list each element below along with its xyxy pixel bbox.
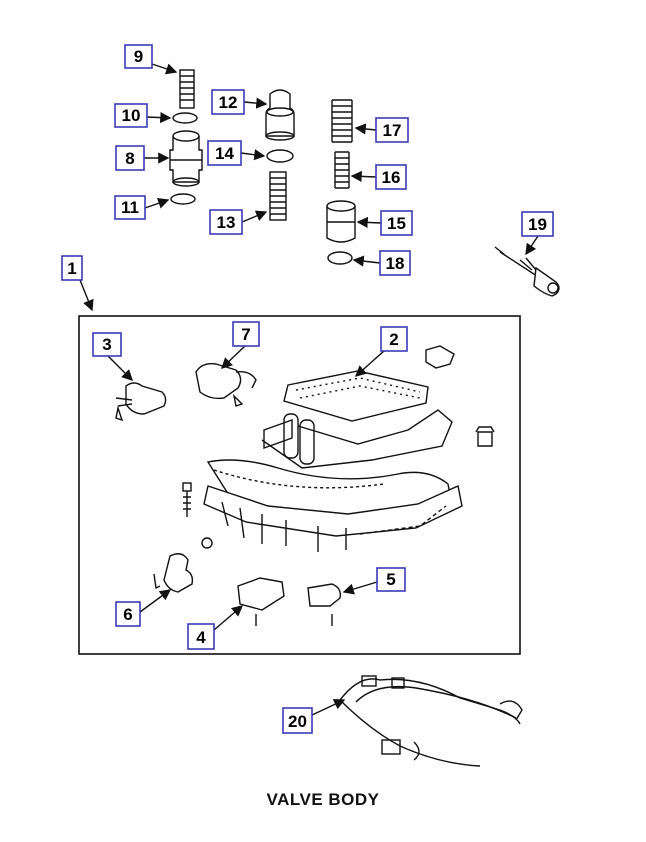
callout-19: 19	[521, 211, 554, 237]
callout-11: 11	[114, 195, 146, 220]
callout-17: 17	[375, 117, 409, 143]
o-ring-11-icon	[170, 193, 196, 205]
callout-14: 14	[207, 140, 242, 166]
svg-text:7: 7	[241, 325, 250, 344]
callout-10: 10	[114, 103, 148, 128]
callouts: 9 10 8 11 12 14 13 17 16 15 18 19 1 3 7 …	[61, 44, 554, 734]
solenoid-6-icon	[153, 553, 194, 593]
valve-body-assembly-icon	[203, 370, 463, 552]
svg-text:12: 12	[219, 93, 238, 112]
wire-harness-20-icon	[339, 675, 523, 767]
callout-5: 5	[376, 567, 406, 592]
svg-text:15: 15	[387, 214, 406, 233]
spring-13-icon	[269, 171, 287, 221]
valve-plunger-8-icon	[169, 130, 203, 187]
solenoid-3-icon	[115, 382, 167, 422]
valve-15-icon	[326, 200, 356, 243]
svg-text:18: 18	[386, 254, 405, 273]
callout-16: 16	[375, 164, 407, 190]
nut-icon	[201, 537, 213, 549]
o-ring-14-icon	[266, 149, 294, 163]
svg-text:16: 16	[382, 168, 401, 187]
spring-16-icon	[334, 151, 350, 189]
svg-text:20: 20	[288, 712, 307, 731]
callout-4: 4	[187, 623, 215, 650]
solenoid-5-icon	[307, 583, 342, 626]
solenoid-7-icon	[195, 362, 257, 407]
plug-icon	[475, 426, 495, 447]
svg-text:10: 10	[122, 106, 141, 125]
svg-text:13: 13	[217, 213, 236, 232]
callout-13: 13	[209, 209, 243, 235]
solenoid-4-icon	[237, 577, 285, 626]
diagram-title: VALVE BODY	[266, 790, 380, 809]
callout-15: 15	[380, 210, 413, 236]
svg-text:8: 8	[125, 149, 134, 168]
svg-text:19: 19	[528, 215, 547, 234]
callout-3: 3	[92, 332, 122, 357]
callout-12: 12	[211, 89, 245, 115]
o-ring-18-icon	[327, 251, 353, 265]
svg-text:1: 1	[67, 259, 76, 278]
svg-text:17: 17	[383, 121, 402, 140]
svg-text:4: 4	[196, 628, 206, 647]
callout-18: 18	[379, 250, 411, 276]
callout-8: 8	[115, 145, 145, 171]
svg-text:6: 6	[123, 605, 132, 624]
svg-text:11: 11	[121, 198, 139, 217]
plate-icon	[425, 345, 455, 369]
callout-9: 9	[124, 44, 153, 69]
callout-1: 1	[61, 255, 83, 281]
leader-lines	[79, 63, 539, 717]
valve-12-icon	[265, 89, 295, 141]
svg-text:2: 2	[389, 330, 398, 349]
spring-17-icon	[331, 99, 353, 143]
callout-7: 7	[232, 321, 260, 347]
callout-20: 20	[282, 707, 313, 734]
valve-body-frame	[78, 315, 521, 655]
svg-text:5: 5	[386, 570, 395, 589]
o-ring-10-icon	[172, 112, 198, 124]
bolt-icon	[182, 482, 192, 517]
svg-text:9: 9	[134, 47, 143, 66]
spring-9-icon	[179, 69, 195, 109]
svg-text:3: 3	[102, 335, 111, 354]
sensor-19-icon	[494, 246, 560, 297]
callout-6: 6	[115, 601, 141, 627]
svg-text:14: 14	[215, 144, 234, 163]
callout-2: 2	[380, 326, 408, 352]
